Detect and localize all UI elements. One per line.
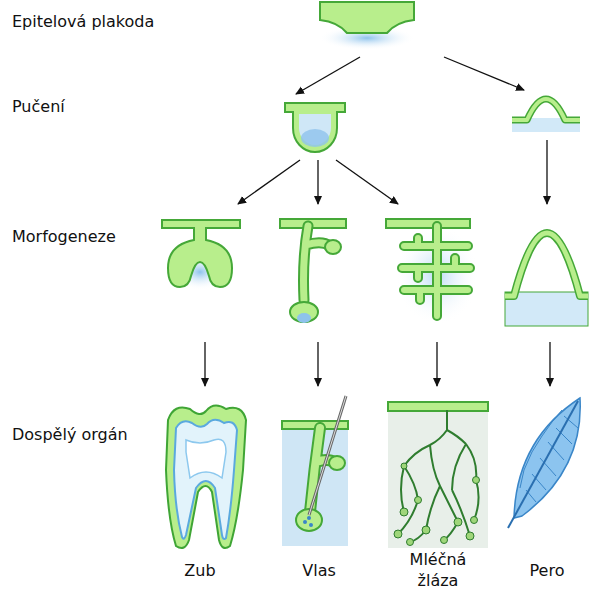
alveolus <box>473 477 480 484</box>
alveolus <box>394 530 402 538</box>
arrow <box>317 342 318 386</box>
alveolus <box>415 497 422 504</box>
alveolus <box>401 463 407 469</box>
feather-dome-outline <box>512 99 580 120</box>
enamel <box>166 405 246 548</box>
organ-name: Mléčná žláza <box>398 549 478 591</box>
arrow <box>204 342 205 386</box>
hair-shaft-core <box>309 396 346 515</box>
papilla-cell <box>303 520 307 524</box>
alveolus <box>454 518 462 526</box>
row-label: Morfogeneze <box>12 226 116 247</box>
ducts <box>402 226 470 316</box>
duct-outline <box>402 226 470 316</box>
alveolus <box>422 526 430 534</box>
feather-dome <box>512 99 580 120</box>
feather-shaft <box>508 401 578 528</box>
feather-bud-outline <box>505 233 588 296</box>
feather-morphogenesis <box>505 233 588 326</box>
bud-stage <box>285 103 345 152</box>
dentin <box>174 420 237 539</box>
hair-morphogenesis <box>280 219 346 323</box>
arrow <box>444 57 524 90</box>
mammary-morphogenesis <box>386 219 479 325</box>
bud-glow <box>301 129 329 147</box>
feather-barbs <box>520 410 578 502</box>
duct-tree <box>398 410 479 542</box>
follicle <box>304 226 331 300</box>
adult-hair <box>282 396 348 546</box>
arrow <box>238 160 300 204</box>
alveolus <box>471 517 478 524</box>
feather-placode <box>512 99 580 132</box>
dermis <box>282 428 348 546</box>
pulp <box>186 439 226 478</box>
sebaceous-gland <box>325 240 341 254</box>
papilla-cell <box>309 523 313 527</box>
adult-feather <box>508 398 580 528</box>
dermal-papilla <box>297 313 311 323</box>
alveolus <box>407 539 414 546</box>
sebaceous-gland <box>329 456 345 470</box>
epidermis <box>388 402 488 411</box>
arrow <box>317 160 318 204</box>
arrow <box>436 342 437 386</box>
arrows <box>205 57 550 386</box>
bud-shape <box>285 103 345 152</box>
tooth-morphogenesis <box>162 220 240 290</box>
arrow <box>296 57 360 94</box>
alveolus <box>466 532 474 540</box>
row-label: Pučení <box>12 96 65 117</box>
hair-bulb <box>290 302 318 322</box>
adult-mammary-gland <box>388 402 488 548</box>
hair-shaft <box>309 396 346 515</box>
arrow <box>336 160 398 204</box>
mesenchyme-glow <box>395 225 479 325</box>
tooth-cap <box>162 220 240 287</box>
organ-name: Vlas <box>289 560 349 581</box>
placode-shape <box>320 2 414 33</box>
row-label: Epitelová plakoda <box>12 11 154 32</box>
epithelial-placode <box>319 2 415 50</box>
follicle-outline <box>304 226 331 300</box>
organ-name: Zub <box>170 560 230 581</box>
alveolus <box>400 508 408 516</box>
alveolus <box>441 537 448 544</box>
fat-pad <box>388 410 488 548</box>
row-label: Dospělý orgán <box>12 424 128 445</box>
organ-name: Pero <box>517 560 577 581</box>
epidermis <box>386 219 470 228</box>
arrow <box>549 342 550 386</box>
alveoli <box>394 463 480 546</box>
arrow <box>546 140 547 204</box>
feather-bud <box>505 233 588 296</box>
papilla-cell <box>307 516 311 520</box>
adult-tooth <box>166 405 246 548</box>
